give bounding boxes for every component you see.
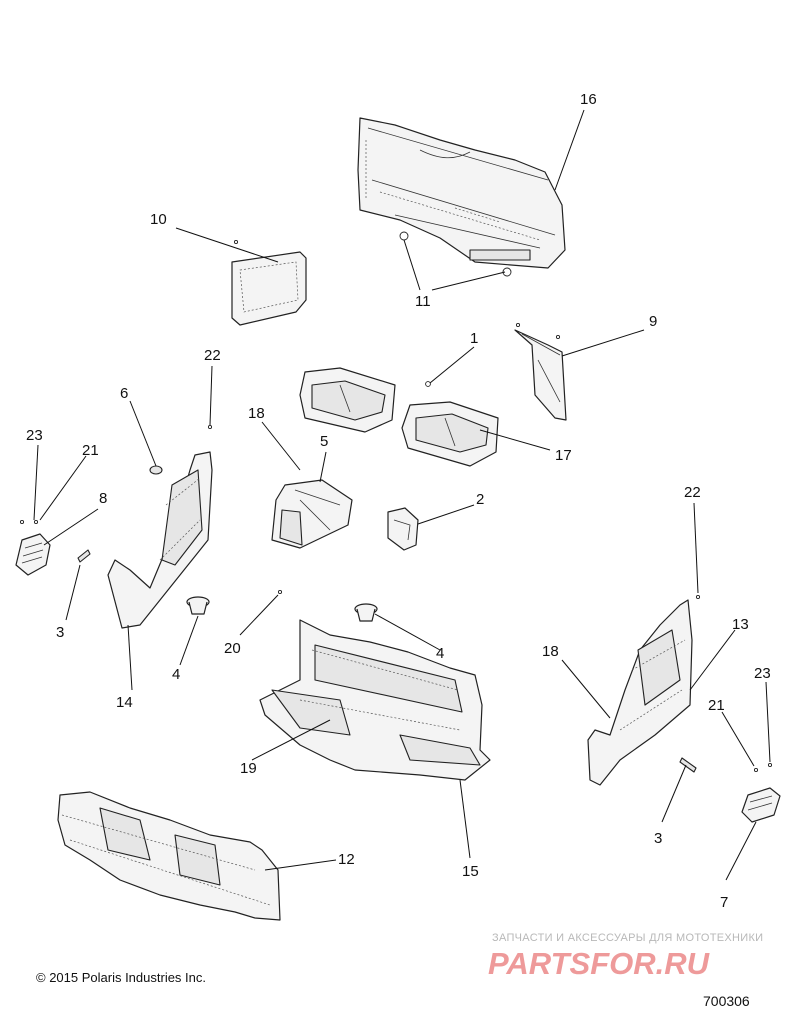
- fastener-11a: [399, 231, 409, 241]
- fastener-10: [233, 239, 239, 245]
- fastener-9a: [515, 322, 521, 328]
- fastener-20: [277, 589, 283, 595]
- callout-11: 11: [415, 293, 431, 310]
- fastener-23a: [19, 519, 25, 525]
- part-3-pin-right: [679, 757, 697, 773]
- callout-22-right: 22: [684, 484, 701, 501]
- callout-1: 1: [470, 330, 478, 347]
- callout-2: 2: [476, 491, 484, 508]
- callout-17: 17: [555, 447, 572, 464]
- callout-4-left: 4: [172, 666, 180, 683]
- callout-18-right: 18: [542, 643, 559, 660]
- part-9-side-panel: [514, 329, 567, 421]
- part-7-right-step: [741, 787, 781, 823]
- fastener-21a: [33, 519, 39, 525]
- drawing-number: 700306: [703, 993, 750, 1009]
- callout-15: 15: [462, 863, 479, 880]
- callout-13: 13: [732, 616, 749, 633]
- part-4-grommet-center: [354, 603, 378, 622]
- part-16-rear-panel: [357, 117, 566, 269]
- fastener-1: [425, 381, 431, 387]
- part-2-bracket: [387, 507, 419, 551]
- callout-5: 5: [320, 433, 328, 450]
- watermark-logo-text: PARTSFOR.RU: [488, 946, 711, 980]
- part-4-grommet-left: [186, 596, 210, 615]
- part-10-panel: [231, 251, 307, 326]
- part-15-floor-panel: [259, 619, 491, 781]
- callout-20: 20: [224, 640, 241, 657]
- fastener-22a: [207, 424, 213, 430]
- callout-16: 16: [580, 91, 597, 108]
- part-8-left-step: [15, 533, 51, 576]
- part-14-left-trim: [107, 451, 213, 629]
- part-12-front-floor: [57, 791, 281, 921]
- callout-10: 10: [150, 211, 167, 228]
- callout-21-right: 21: [708, 697, 725, 714]
- fastener-22b: [695, 594, 701, 600]
- leader-lines: [33, 109, 771, 881]
- callout-9: 9: [649, 313, 657, 330]
- callout-22-left: 22: [204, 347, 221, 364]
- part-5-center-bracket: [271, 479, 353, 549]
- watermark-logo: PARTSFOR.RU: [488, 946, 711, 980]
- part-13-right-trim: [587, 599, 693, 786]
- callout-3-left: 3: [56, 624, 64, 641]
- callout-numbers: 16 10 11 9 1 22 6 18 5 17 23 21 22 8 2 3…: [26, 91, 771, 911]
- part-17-storage-tray: [401, 401, 499, 467]
- part-6-clip: [149, 465, 163, 475]
- callout-8: 8: [99, 490, 107, 507]
- fastener-21b: [753, 767, 759, 773]
- callout-7: 7: [720, 894, 728, 911]
- fastener-23b: [767, 762, 773, 768]
- copyright: © 2015 Polaris Industries Inc.: [36, 970, 206, 985]
- watermark-subtitle: ЗАПЧАСТИ И АКСЕССУАРЫ ДЛЯ МОТОТЕХНИКИ: [492, 932, 764, 944]
- callout-6: 6: [120, 385, 128, 402]
- callout-19: 19: [240, 760, 257, 777]
- fastener-9b: [555, 334, 561, 340]
- part-3-pin-left: [77, 549, 91, 563]
- callout-23-right: 23: [754, 665, 771, 682]
- callout-18-left: 18: [248, 405, 265, 422]
- callout-4-center: 4: [436, 645, 444, 662]
- callout-14: 14: [116, 694, 133, 711]
- callout-21-left: 21: [82, 442, 99, 459]
- part-1-storage-tray: [299, 367, 396, 433]
- callout-23-left: 23: [26, 427, 43, 444]
- callout-3-right: 3: [654, 830, 662, 847]
- callout-12: 12: [338, 851, 355, 868]
